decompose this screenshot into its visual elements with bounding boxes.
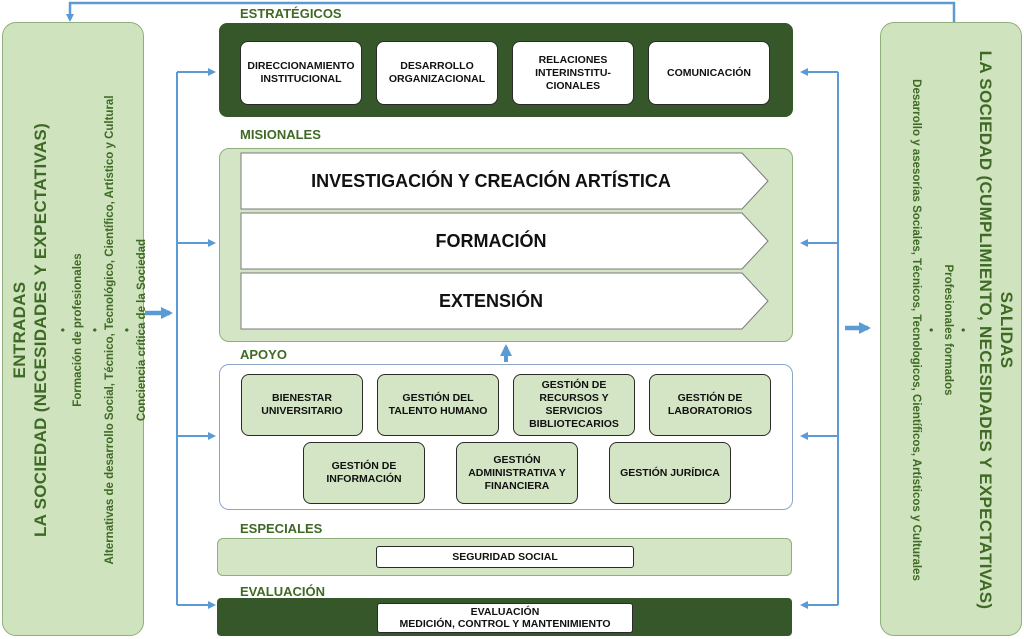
extension-label: EXTENSIÓN [438,290,544,311]
entradas-panel: ENTRADAS LA SOCIEDAD (NECESIDADES Y EXPE… [2,22,148,636]
misionales-label: MISIONALES [240,127,321,142]
chevron-shape [240,212,769,270]
administrativa-box: GESTIÓN ADMINISTRATIVA Y FINANCIERA [456,442,578,504]
formacion-label: FORMACIÓN [435,230,547,251]
chevron-shape [240,152,769,210]
direccionamiento-box: DIRECCIONAMIENTO INSTITUCIONAL [240,41,362,105]
bienestar-box: BIENESTAR UNIVERSITARIO [241,374,363,436]
juridica-box: GESTIÓN JURÍDICA [609,442,731,504]
especiales-panel: SEGURIDAD SOCIAL [217,538,792,576]
chevron-shape [240,272,769,330]
evaluacion-panel: EVALUACIÓN MEDICIÓN, CONTROL Y MANTENIMI… [217,598,792,636]
apoyo-panel: BIENESTAR UNIVERSITARIO GESTIÓN DEL TALE… [219,364,793,510]
desarrollo-box: DESARROLLO ORGANIZACIONAL [376,41,498,105]
investigacion-label: INVESTIGACIÓN Y CREACIÓN ARTÍSTICA [311,170,671,191]
especiales-label: ESPECIALES [240,521,323,536]
evaluacion-label: EVALUACIÓN [240,584,325,599]
evaluacion-box-line2: MEDICIÓN, CONTROL Y MANTENIMIENTO [399,618,611,630]
relaciones-box: RELACIONES INTERINSTITU- CIONALES [512,41,634,105]
apoyo-label: APOYO [240,347,287,362]
informacion-box: GESTIÓN DE INFORMACIÓN [303,442,425,504]
salidas-panel: SALIDAS LA SOCIEDAD (CUMPLIMIENTO, NECES… [880,22,1022,636]
evaluacion-box: EVALUACIÓN MEDICIÓN, CONTROL Y MANTENIMI… [377,603,633,633]
estrategicos-panel: DIRECCIONAMIENTO INSTITUCIONAL DESARROLL… [219,23,793,117]
talento-humano-box: GESTIÓN DEL TALENTO HUMANO [377,374,499,436]
evaluacion-box-line1: EVALUACIÓN [470,606,540,618]
comunicacion-box: COMUNICACIÓN [648,41,770,105]
laboratorios-box: GESTIÓN DE LABORATORIOS [649,374,771,436]
recursos-bibliotecarios-box: GESTIÓN DE RECURSOS Y SERVICIOS BIBLIOTE… [513,374,635,436]
estrategicos-label: ESTRATÉGICOS [240,6,342,21]
feedback-loop-line [66,1,956,22]
seguridad-social-box: SEGURIDAD SOCIAL [376,546,634,568]
